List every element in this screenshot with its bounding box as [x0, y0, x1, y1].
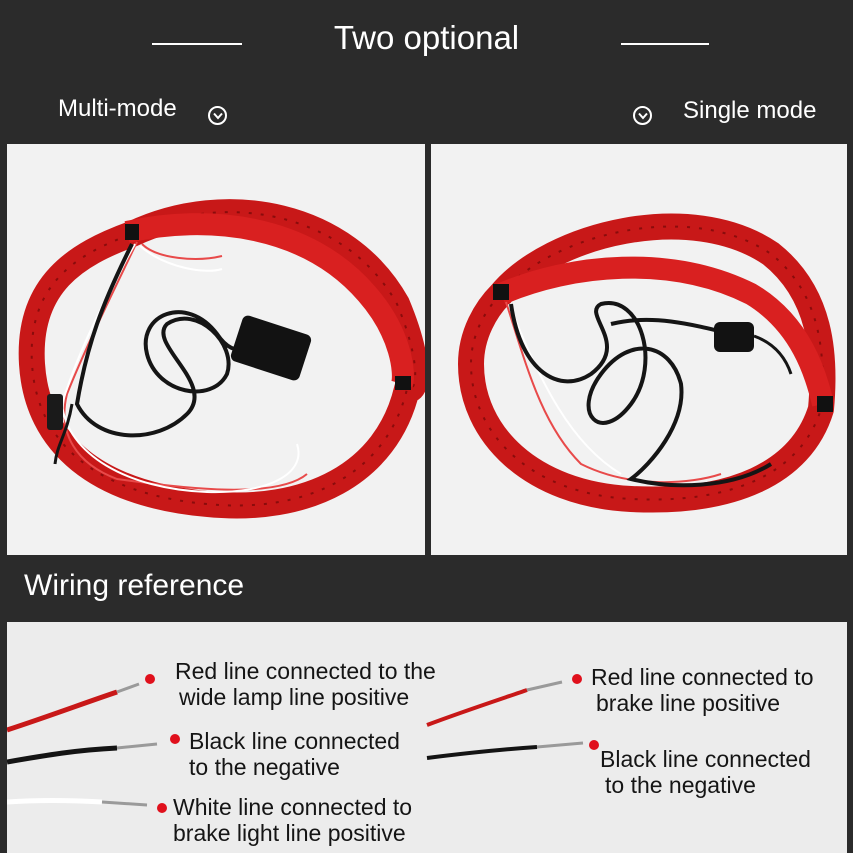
wiring-reference-title: Wiring reference [24, 569, 245, 602]
left-white-line-label-1: White line connected to [173, 794, 413, 820]
led-strip-multi-mode-image [18, 199, 425, 519]
right-red-line-label-2: brake line positive [596, 690, 781, 716]
wiring-illustration [7, 680, 584, 807]
left-red-line-label-2: wide lamp line positive [179, 684, 410, 710]
white-line-dot [157, 803, 167, 813]
left-black-line-label-1: Black line connected [189, 728, 400, 754]
black-line-dot [170, 734, 180, 744]
page-title: Two optional [333, 19, 520, 56]
left-white-line-label-2: brake light line positive [173, 820, 406, 846]
right-red-line-label-1: Red line connected to [591, 664, 814, 690]
title-rule-right [621, 43, 709, 45]
left-red-line-label-1: Red line connected to the [175, 658, 436, 684]
red-line-dot [572, 674, 582, 684]
wiring-reference-panel: Red line connected to the wide lamp line… [7, 622, 847, 853]
led-strip-single-mode-image [458, 213, 836, 513]
left-black-line-label-2: to the negative [189, 754, 340, 780]
product-image-multi-mode [7, 144, 425, 555]
red-line-dot [145, 674, 155, 684]
option-label-multi-mode: Multi-mode [58, 95, 177, 122]
black-line-dot [589, 740, 599, 750]
title-rule-left [152, 43, 242, 45]
option-label-single-mode: Single mode [683, 97, 817, 124]
right-black-line-label-2: to the negative [605, 772, 756, 798]
chevron-down-circle-icon[interactable] [633, 106, 652, 125]
product-image-single-mode [431, 144, 847, 555]
right-black-line-label-1: Black line connected [600, 746, 811, 772]
chevron-down-circle-icon[interactable] [208, 106, 227, 125]
